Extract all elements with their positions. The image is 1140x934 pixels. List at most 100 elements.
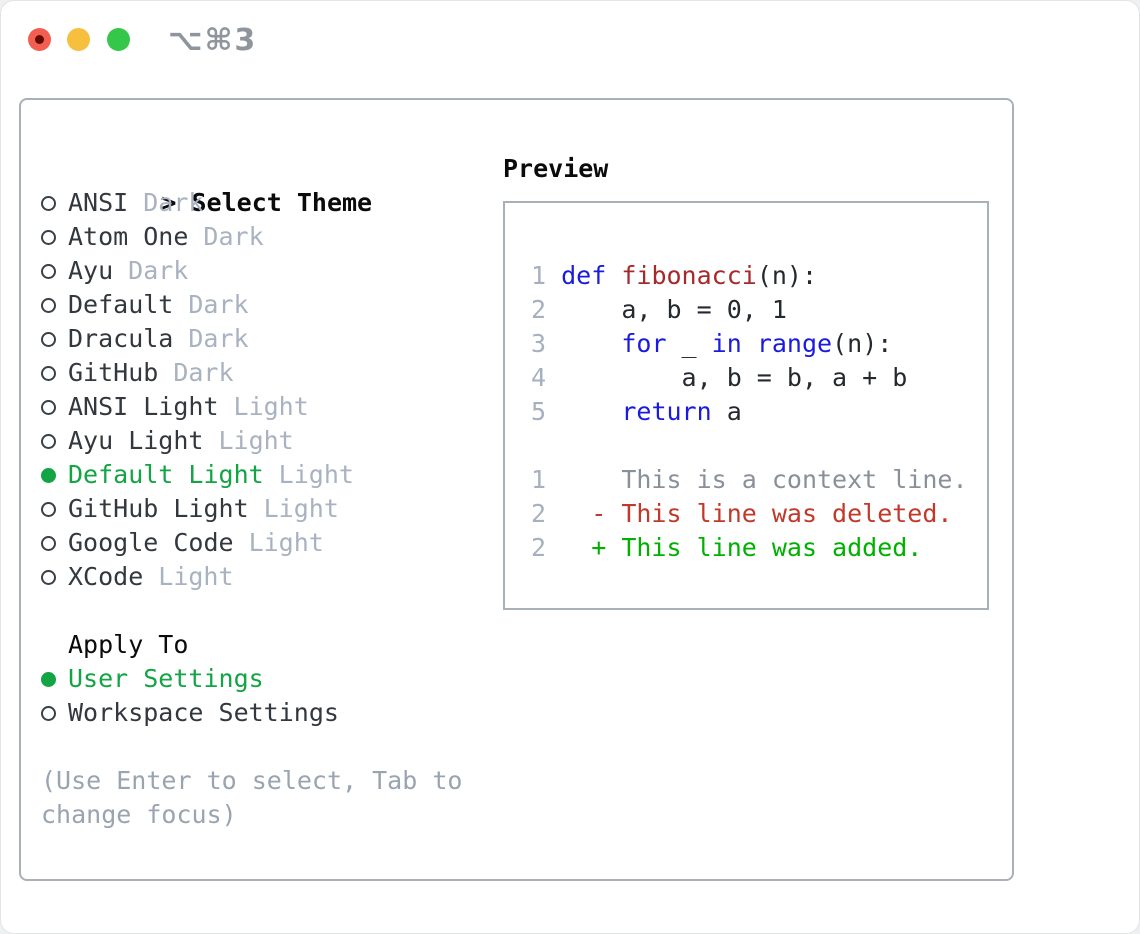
theme-name: Ayu bbox=[68, 256, 114, 285]
hint-line-1: (Use Enter to select, Tab to bbox=[41, 766, 463, 795]
code-segment bbox=[561, 397, 621, 426]
code-segment bbox=[561, 329, 621, 358]
apply-to-option[interactable]: Workspace Settings bbox=[41, 696, 462, 730]
radio-icon bbox=[41, 535, 56, 551]
code-segment: in bbox=[711, 329, 742, 358]
preview-line: 3 for _ in range(n): bbox=[531, 327, 968, 361]
code-segment: - This line was deleted. bbox=[561, 499, 953, 528]
theme-option[interactable]: GitHub Dark bbox=[41, 356, 462, 390]
code-segment bbox=[742, 329, 757, 358]
radio-icon bbox=[41, 705, 56, 721]
theme-variant: Light bbox=[158, 562, 234, 591]
apply-to-option[interactable]: User Settings bbox=[41, 662, 462, 696]
theme-variant: Light bbox=[248, 528, 324, 557]
radio-icon bbox=[41, 195, 56, 211]
code-segment: return bbox=[621, 397, 712, 426]
apply-to-label: Workspace Settings bbox=[68, 698, 339, 727]
radio-icon bbox=[41, 365, 56, 381]
apply-to-label: User Settings bbox=[68, 664, 264, 693]
theme-option[interactable]: Default Dark bbox=[41, 288, 462, 322]
theme-name: ANSI bbox=[68, 188, 129, 217]
theme-variant: Dark bbox=[143, 188, 204, 217]
theme-name: GitHub bbox=[68, 358, 159, 387]
code-segment: a, b = 0, 1 bbox=[561, 295, 787, 324]
theme-name: ANSI Light bbox=[68, 392, 219, 421]
radio-icon bbox=[41, 297, 56, 313]
preview-line: 1 This is a context line. bbox=[531, 463, 968, 497]
hint-line-2: change focus) bbox=[41, 800, 237, 829]
radio-icon bbox=[41, 399, 56, 415]
preview-line: 1 def fibonacci(n): bbox=[531, 259, 968, 293]
zoom-button[interactable] bbox=[107, 28, 130, 51]
theme-variant: Light bbox=[233, 392, 309, 421]
prompt-caret-icon: > bbox=[161, 188, 177, 217]
preview-line: 5 return a bbox=[531, 395, 968, 429]
theme-name: Default bbox=[68, 290, 174, 319]
apply-to-list: User Settings Workspace Settings bbox=[41, 662, 462, 730]
select-theme-title: Select Theme bbox=[191, 188, 373, 217]
preview-line: 2 - This line was deleted. bbox=[531, 497, 968, 531]
theme-variant: Light bbox=[278, 460, 354, 489]
line-number: 4 bbox=[531, 363, 547, 392]
line-number: 5 bbox=[531, 397, 547, 426]
minimize-button[interactable] bbox=[67, 28, 90, 51]
preview-line: 2 a, b = 0, 1 bbox=[531, 293, 968, 327]
code-segment: This is a context line. bbox=[561, 465, 968, 494]
theme-option[interactable]: Google Code Light bbox=[41, 526, 462, 560]
close-button[interactable] bbox=[28, 28, 51, 51]
preview-line: 4 a, b = b, a + b bbox=[531, 361, 968, 395]
radio-icon bbox=[41, 433, 56, 449]
theme-option[interactable]: ANSI Light Light bbox=[41, 390, 462, 424]
theme-option[interactable]: Ayu Dark bbox=[41, 254, 462, 288]
theme-name: Atom One bbox=[68, 222, 189, 251]
preview-title: Preview bbox=[503, 154, 609, 183]
radio-icon bbox=[41, 671, 56, 687]
theme-variant: Light bbox=[218, 426, 294, 455]
theme-name: Google Code bbox=[68, 528, 234, 557]
theme-variant: Dark bbox=[173, 358, 234, 387]
code-segment: (n): bbox=[832, 329, 893, 358]
line-number: 2 bbox=[531, 499, 547, 528]
line-number: 3 bbox=[531, 329, 547, 358]
code-segment: range bbox=[756, 329, 833, 358]
code-segment: a, b = b, a + b bbox=[561, 363, 908, 392]
code-segment: for bbox=[621, 329, 667, 358]
theme-option[interactable]: Dracula Dark bbox=[41, 322, 462, 356]
theme-variant: Dark bbox=[188, 324, 249, 353]
radio-icon bbox=[41, 569, 56, 585]
code-segment: + This line was added. bbox=[561, 533, 923, 562]
select-theme-header: > Select Theme bbox=[41, 152, 462, 217]
radio-icon bbox=[41, 467, 56, 483]
spacer-row bbox=[41, 730, 462, 764]
line-number: 2 bbox=[531, 533, 547, 562]
code-segment: a bbox=[711, 397, 742, 426]
theme-variant: Dark bbox=[128, 256, 189, 285]
apply-to-header: Apply To bbox=[68, 630, 189, 659]
theme-name: XCode bbox=[68, 562, 144, 591]
theme-option[interactable]: XCode Light bbox=[41, 560, 462, 594]
code-segment: _ bbox=[666, 329, 712, 358]
preview-line: 2 + This line was added. bbox=[531, 531, 968, 565]
radio-icon bbox=[41, 331, 56, 347]
radio-icon bbox=[41, 263, 56, 279]
theme-name: GitHub Light bbox=[68, 494, 249, 523]
theme-name: Dracula bbox=[68, 324, 174, 353]
code-segment bbox=[606, 261, 621, 290]
close-dot-icon bbox=[35, 35, 44, 44]
theme-option[interactable]: ANSI Dark bbox=[41, 186, 462, 220]
theme-variant: Dark bbox=[188, 290, 249, 319]
preview-line bbox=[531, 429, 968, 463]
line-number: 2 bbox=[531, 295, 547, 324]
radio-icon bbox=[41, 229, 56, 245]
line-number: 1 bbox=[531, 261, 547, 290]
code-segment: (n): bbox=[756, 261, 818, 290]
radio-icon bbox=[41, 501, 56, 517]
